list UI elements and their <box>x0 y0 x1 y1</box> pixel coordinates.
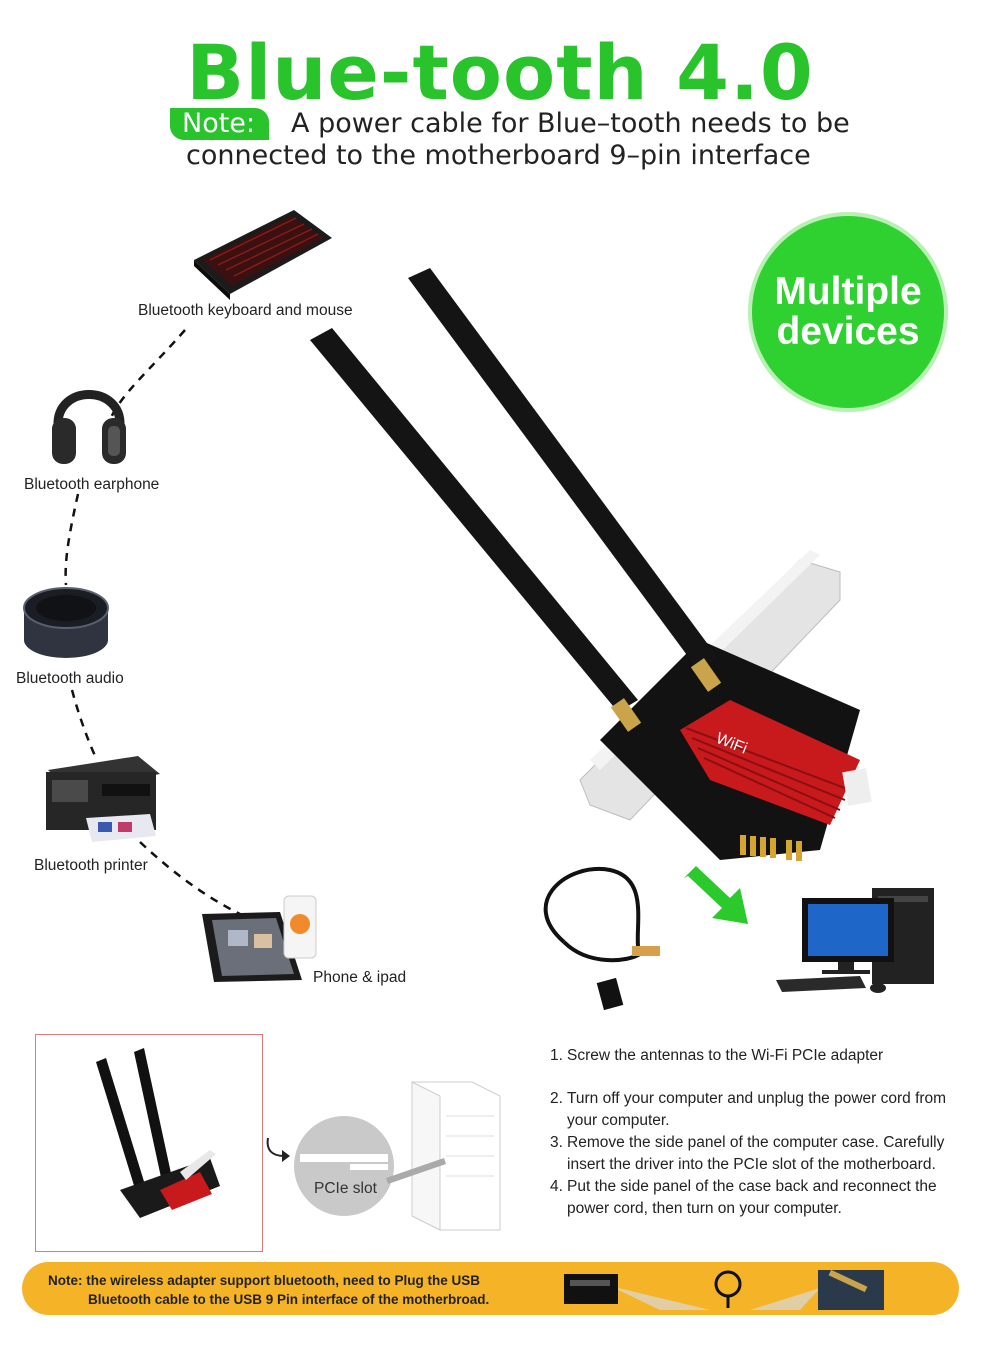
footer-line-2: Bluetooth cable to the USB 9 Pin interfa… <box>88 1292 490 1307</box>
headphones-icon <box>52 390 126 464</box>
speaker-icon <box>23 587 109 658</box>
label-printer: Bluetooth printer <box>34 857 148 874</box>
badge-line-1: Multiple <box>774 270 922 313</box>
wifi-card-image: WiFi <box>310 268 872 861</box>
note-line: Note: A power cable for Blue–tooth needs … <box>170 108 850 140</box>
install-photo-box <box>35 1034 263 1252</box>
step-1: 1.Screw the antennas to the Wi-Fi PCIe a… <box>550 1047 884 1064</box>
install-steps: 1.Screw the antennas to the Wi-Fi PCIe a… <box>550 1045 970 1220</box>
arrow-icon <box>684 866 748 924</box>
pcie-slot-label: PCIe slot <box>314 1180 377 1197</box>
printer-icon <box>46 756 160 842</box>
label-keyboard: Bluetooth keyboard and mouse <box>138 302 353 319</box>
keyboard-icon <box>194 210 332 300</box>
label-earphone: Bluetooth earphone <box>24 476 160 493</box>
footer-connector-images <box>564 1269 884 1310</box>
note-text-2: connected to the motherboard 9–pin inter… <box>186 140 811 171</box>
note-text-1: A power cable for Blue–tooth needs to be <box>291 108 850 139</box>
footer-note: Note: the wireless adapter support bluet… <box>48 1271 489 1309</box>
label-phone: Phone & ipad <box>313 969 407 986</box>
badge-line-2: devices <box>776 310 920 353</box>
curved-arrow-icon <box>266 1137 290 1162</box>
wifi-card-thumbnail <box>96 1048 220 1218</box>
step-3: 3.Remove the side panel of the computer … <box>550 1134 945 1173</box>
cable-icon <box>543 866 660 1011</box>
note-badge: Note: <box>170 108 270 140</box>
page-title: Blue-tooth 4.0 <box>186 28 814 117</box>
step-4: 4.Put the side panel of the case back an… <box>550 1178 937 1217</box>
label-audio: Bluetooth audio <box>16 670 124 687</box>
tablet-phone-icon <box>202 895 317 982</box>
desktop-computer-icon <box>776 888 934 993</box>
footer-line-1: Note: the wireless adapter support bluet… <box>48 1273 481 1288</box>
step-2: 2.Turn off your computer and unplug the … <box>550 1090 947 1129</box>
computer-case-diagram <box>294 1081 501 1231</box>
